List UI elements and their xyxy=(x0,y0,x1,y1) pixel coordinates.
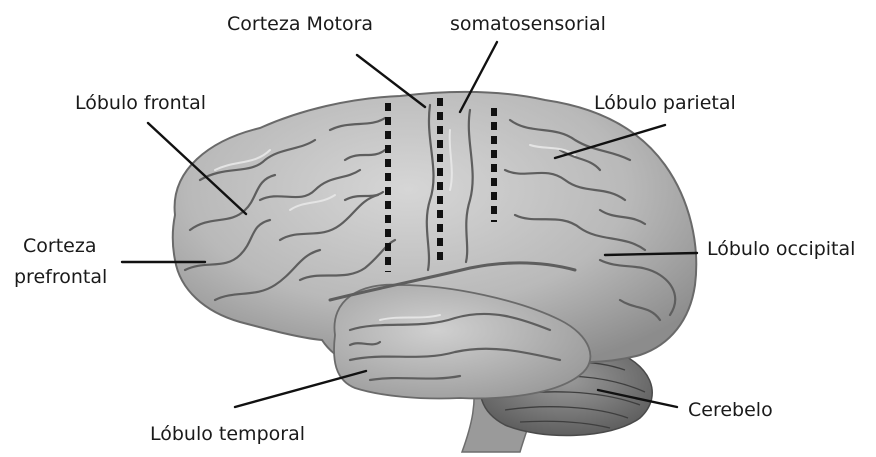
label-occipital-lobe: Lóbulo occipital xyxy=(707,238,855,260)
label-motor-cortex: Corteza Motora xyxy=(227,13,373,35)
label-parietal-lobe: Lóbulo parietal xyxy=(594,92,736,114)
label-temporal-lobe: Lóbulo temporal xyxy=(150,423,305,445)
label-frontal-lobe: Lóbulo frontal xyxy=(75,92,206,114)
label-somatosensory: somatosensorial xyxy=(450,13,606,35)
label-cerebellum: Cerebelo xyxy=(688,399,773,421)
label-prefrontal-line2: prefrontal xyxy=(14,266,107,288)
leader-temporal-lobe xyxy=(235,371,366,407)
label-prefrontal-line1: Corteza xyxy=(23,235,96,257)
